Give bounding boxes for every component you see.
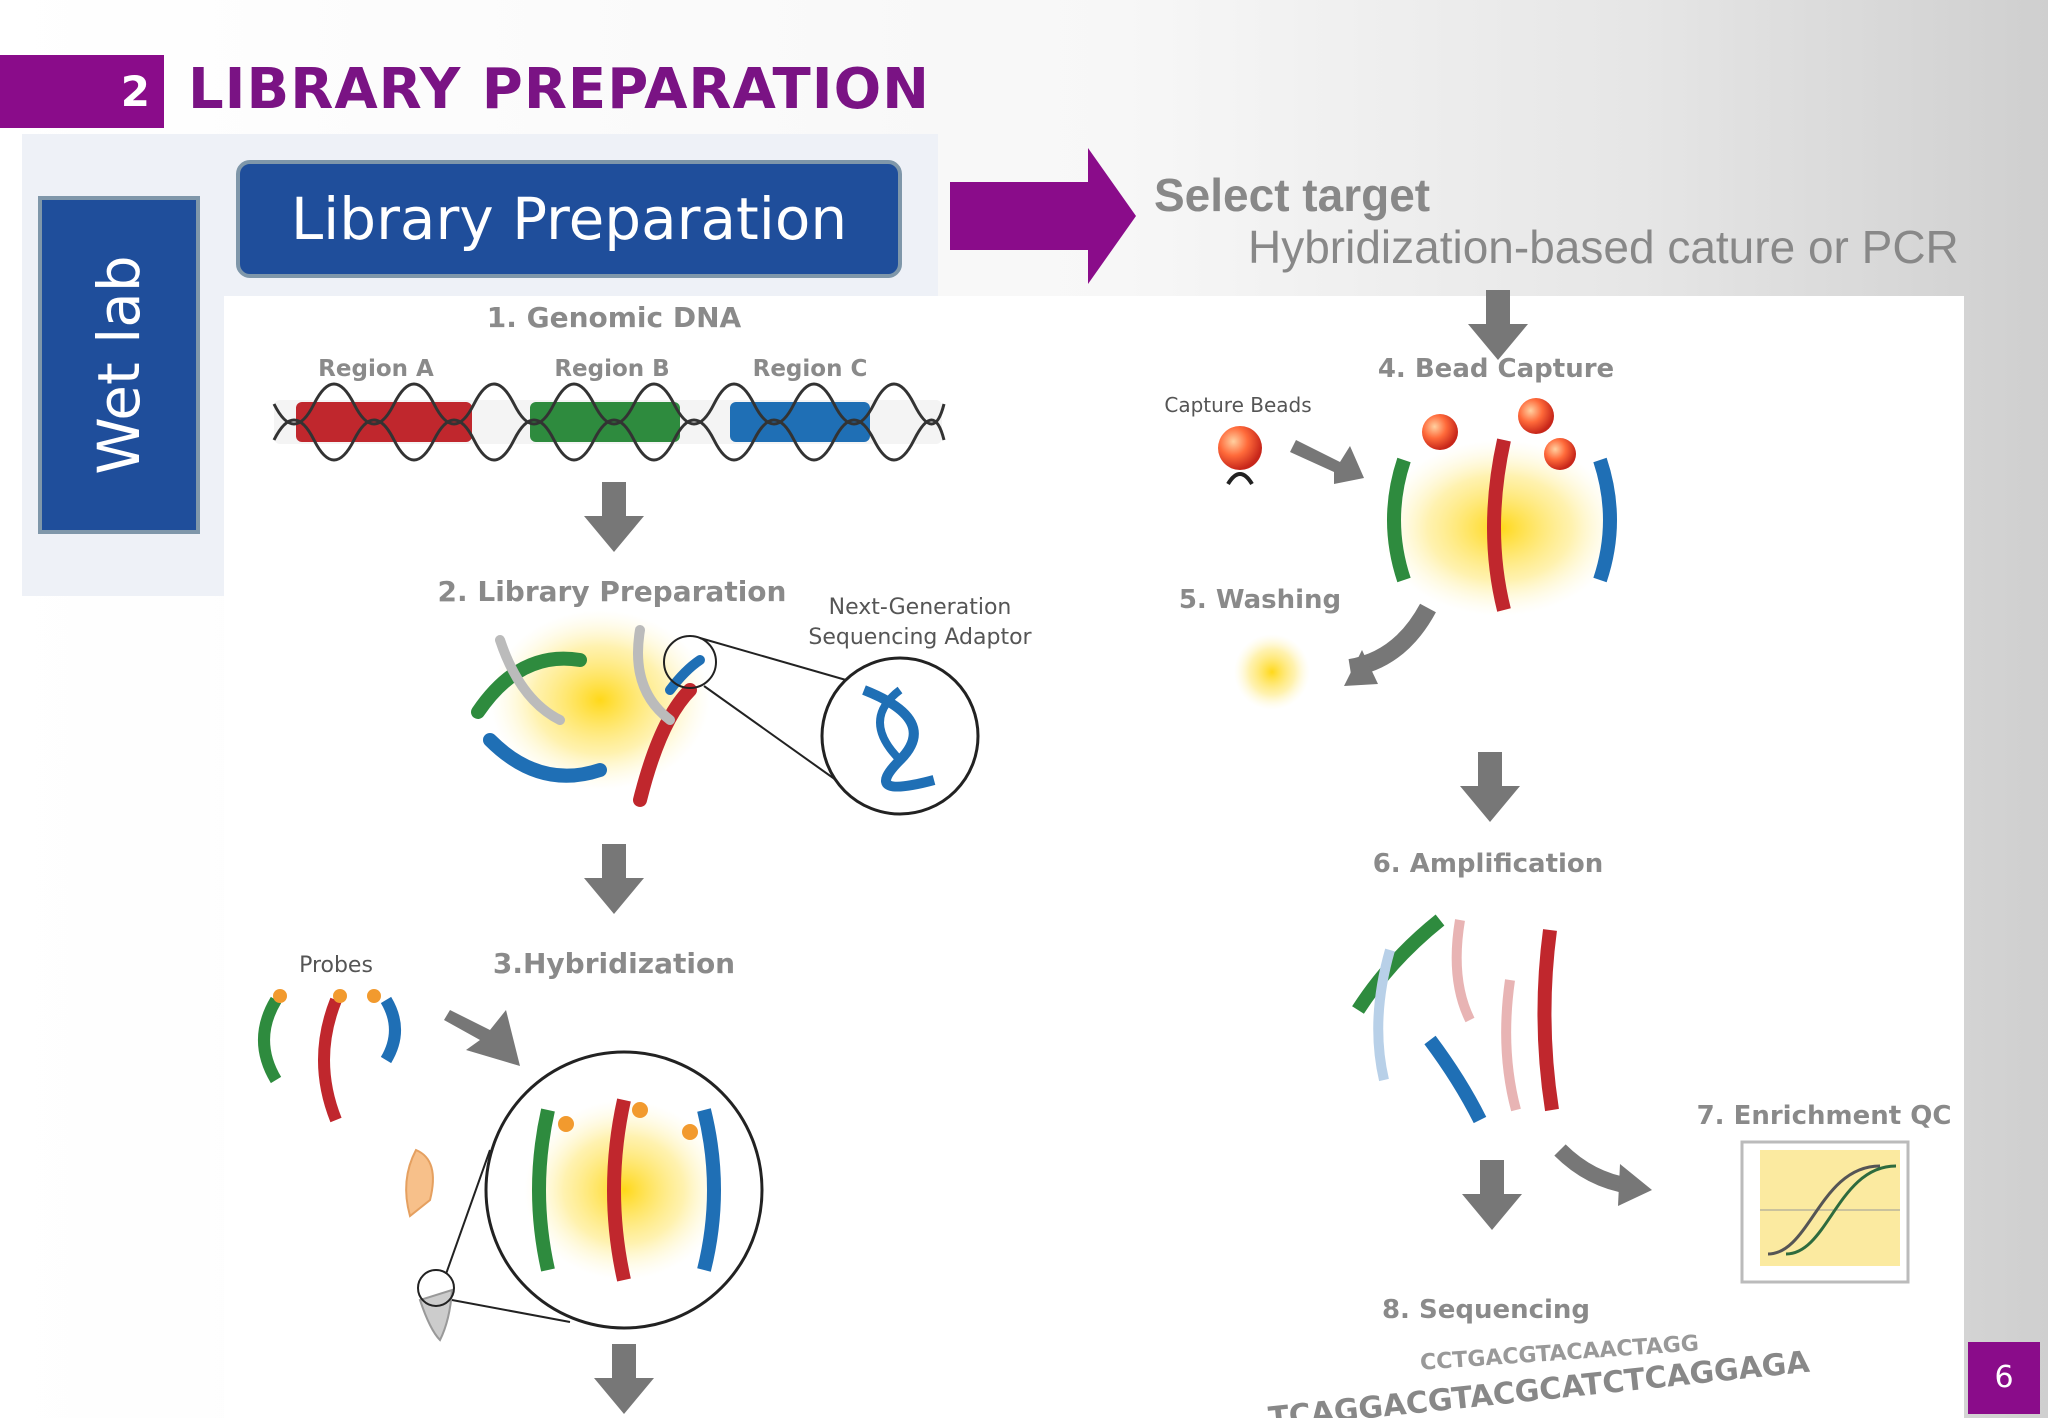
capture-bead-icon xyxy=(1218,426,1262,486)
section-number-badge: 2 xyxy=(0,55,164,128)
adaptor-label-line1: Next-Generation xyxy=(829,595,1012,620)
select-target-subtitle: Hybridization-based cature or PCR xyxy=(1248,221,1959,273)
region-c-label: Region C xyxy=(753,356,868,382)
region-a-label: Region A xyxy=(318,356,434,382)
step-washing-label: 5. Washing xyxy=(1179,585,1341,615)
amplification-icon xyxy=(1352,914,1559,1124)
page-number: 6 xyxy=(1968,1342,2040,1414)
arrow-down-icon xyxy=(1460,752,1520,822)
right-arrow-icon xyxy=(950,148,1136,284)
arrow-down-icon xyxy=(584,844,644,914)
wet-lab-box: Wet lab xyxy=(38,196,200,534)
select-target-label: Select target xyxy=(1154,169,1431,221)
washing-icon xyxy=(1234,634,1310,710)
capture-beads-label: Capture Beads xyxy=(1164,393,1311,417)
library-preparation-box: Library Preparation xyxy=(236,160,902,278)
arrow-curved-head-icon xyxy=(1344,650,1378,686)
genomic-dna-strand-icon xyxy=(272,382,946,462)
arrow-down-icon xyxy=(1468,290,1528,360)
probes-label: Probes xyxy=(299,953,373,978)
step-enrichment-qc-label: 7. Enrichment QC xyxy=(1697,1101,1952,1131)
probes-icon xyxy=(258,989,401,1123)
enrichment-qc-chart-icon xyxy=(1740,1140,1910,1284)
arrow-diagonal-icon xyxy=(444,1010,520,1066)
hybridization-zoom-icon xyxy=(405,1050,764,1342)
adaptor-label-line2: Sequencing Adaptor xyxy=(808,625,1032,650)
step-library-preparation-label: 2. Library Preparation xyxy=(438,575,787,608)
arrow-curved-head-icon xyxy=(1618,1164,1652,1206)
step-amplification-label: 6. Amplification xyxy=(1373,849,1604,879)
library-fragments-icon xyxy=(471,610,980,816)
step-sequencing-label: 8. Sequencing xyxy=(1382,1295,1590,1325)
arrow-down-icon xyxy=(594,1344,654,1414)
arrow-down-icon xyxy=(1462,1160,1522,1230)
step-bead-capture-label: 4. Bead Capture xyxy=(1378,354,1614,384)
sequence-text: CCTGACGTACAACTAGG TCAGGACGTACGCATCTCAGGA… xyxy=(1267,1331,1812,1418)
region-b-label: Region B xyxy=(554,356,669,382)
arrow-down-icon xyxy=(584,482,644,552)
arrow-diagonal-icon xyxy=(1290,440,1364,484)
step-hybridization-label: 3.Hybridization xyxy=(493,947,735,980)
bead-capture-icon xyxy=(1380,398,1620,616)
slide-title: LIBRARY PREPARATION xyxy=(188,57,931,122)
step-genomic-dna-label: 1. Genomic DNA xyxy=(487,301,742,334)
